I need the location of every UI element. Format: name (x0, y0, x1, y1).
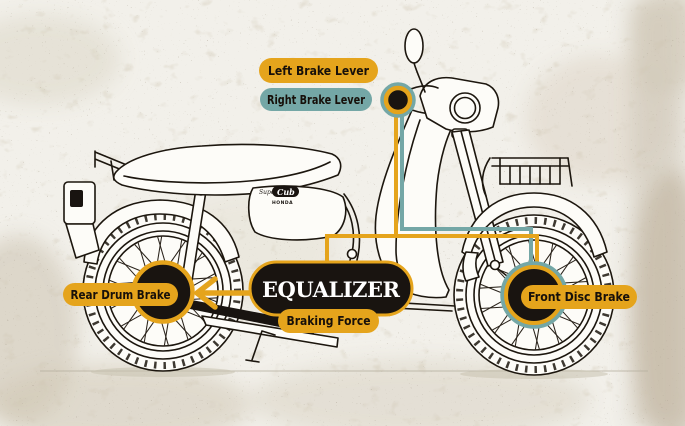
braking-force-label: Braking Force (287, 313, 371, 328)
front-fender (461, 192, 608, 258)
callout-front-disc-brake: Front Disc Brake (521, 285, 637, 309)
equalizer-label: EQUALIZER (262, 277, 401, 302)
callout-equalizer: EQUALIZER (248, 260, 414, 317)
right-brake-lever-label: Right Brake Lever (267, 92, 366, 107)
brand-logo: HONDA (272, 200, 293, 206)
mirror (404, 28, 424, 64)
annotation-layer: Left Brake Lever Right Brake Lever EQUAL… (63, 58, 637, 333)
lever-hub-marker (380, 82, 416, 118)
cub-badge (272, 186, 299, 197)
rear-drum-brake-label: Rear Drum Brake (71, 287, 171, 302)
rear-rack (94, 150, 135, 181)
right-lever-cable (400, 104, 533, 266)
equalizer-to-rear-arrow (194, 276, 255, 310)
mirror-stalk (413, 62, 426, 93)
rear-mudflap (65, 223, 100, 259)
kickstand (245, 330, 276, 363)
front-mudflap (462, 251, 480, 282)
callout-rear-drum-brake: Rear Drum Brake (63, 283, 178, 306)
callout-braking-force: Braking Force (278, 309, 379, 333)
badge-name: Cub (277, 187, 295, 197)
brake-cable (325, 104, 539, 269)
front-disc-brake-label: Front Disc Brake (528, 289, 630, 304)
callout-left-brake-lever: Left Brake Lever (259, 58, 378, 83)
front-rack (481, 157, 573, 197)
callout-right-brake-lever: Right Brake Lever (260, 88, 372, 111)
badge-script: Super (259, 189, 278, 196)
left-brake-lever-label: Left Brake Lever (268, 63, 370, 78)
